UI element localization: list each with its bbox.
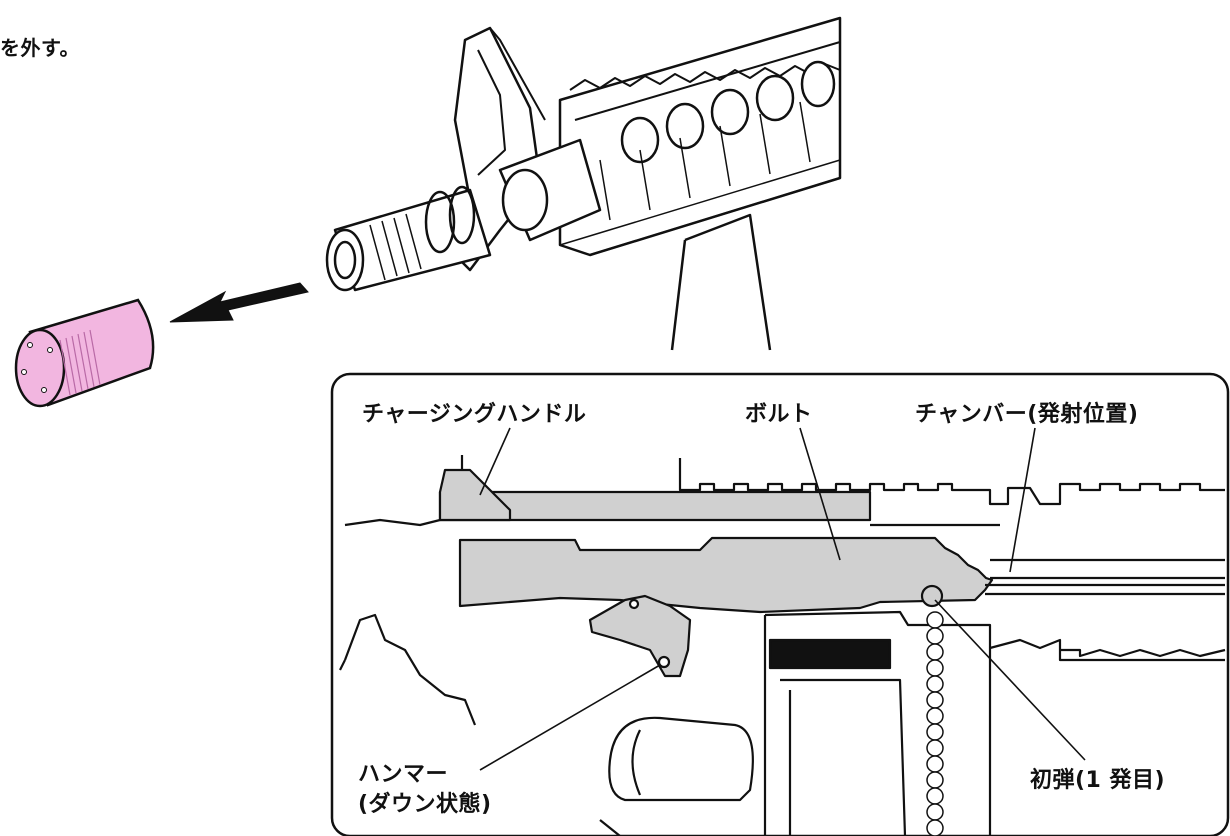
instruction-text: を外す。 [0,36,80,60]
label-hammer: ハンマー (ダウン状態) [358,760,492,820]
first-round [920,584,944,608]
label-hammer-line1: ハンマー [358,762,449,787]
upper-rail-line [678,458,1225,506]
label-hammer-line2: (ダウン状態) [358,792,492,817]
trigger-guard [608,716,754,802]
removal-arrow [169,282,309,323]
magazine-rounds [926,611,944,836]
barrel [985,558,1225,596]
leader-lines [479,427,1086,771]
cutaway-internals [339,455,1226,836]
magazine-well [763,610,992,836]
label-first-round: 初弾(1 発目) [1030,768,1166,793]
magazine-spring [768,638,892,670]
rifle-front-illustration [325,16,842,351]
vertical-foregrip [670,213,772,351]
label-charging-handle: チャージングハンドル [362,402,587,427]
charging-handle [438,490,872,522]
handguard-rail [558,16,842,257]
pink-cap [14,298,155,408]
label-chamber: チャンバー(発射位置) [915,402,1139,427]
lower-receiver [343,613,477,726]
label-bolt: ボルト [745,402,813,427]
flash-hider [325,185,492,292]
